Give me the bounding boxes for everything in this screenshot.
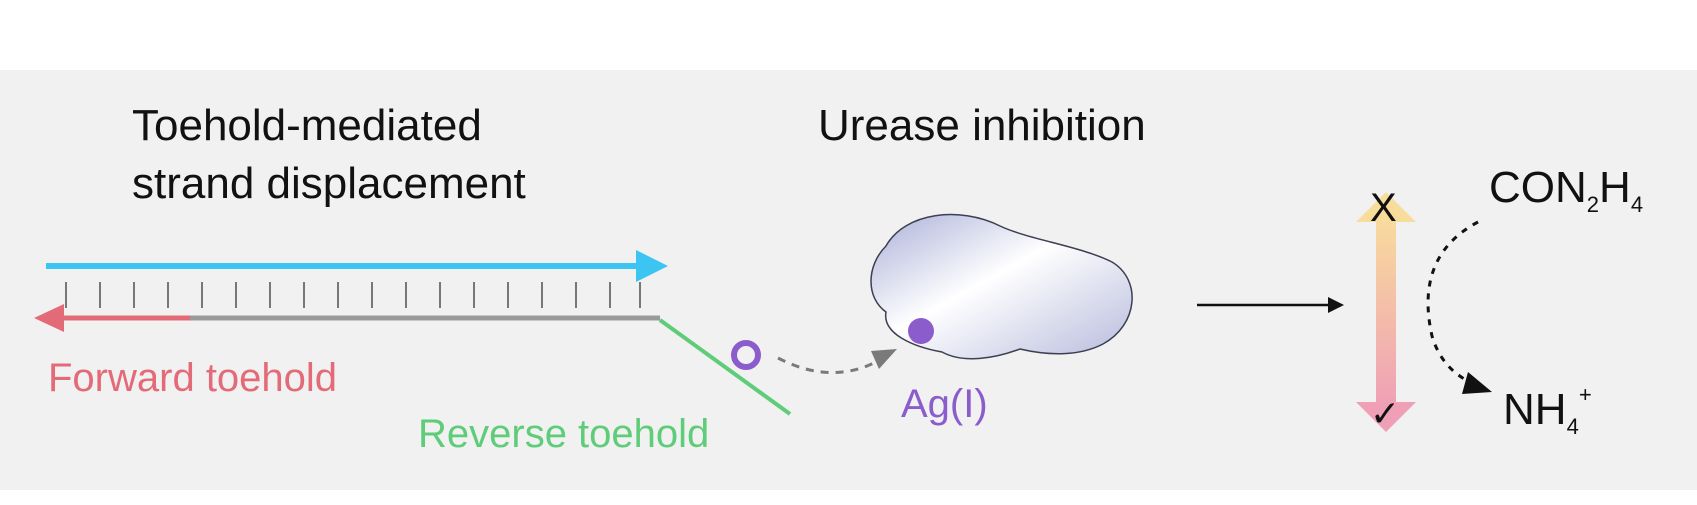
reverse-toehold-strand xyxy=(658,318,792,416)
ammonium-formula: NH4+ xyxy=(1503,382,1592,439)
urea-formula: CON2H4 xyxy=(1489,163,1644,217)
top-strand xyxy=(46,250,668,282)
base-pair-ticks xyxy=(65,282,641,308)
activity-arrow xyxy=(1356,192,1416,432)
reverse-toehold-label: Reverse toehold xyxy=(418,412,710,456)
transfer-arrow xyxy=(777,349,897,375)
toehold-title-line1: Toehold-mediated xyxy=(132,101,482,150)
blocked-mark: X xyxy=(1370,186,1397,230)
conversion-arrow xyxy=(1426,220,1492,394)
toehold-title-line2: strand displacement xyxy=(132,159,526,208)
urease-enzyme xyxy=(870,213,1133,360)
silver-ion-label: Ag(I) xyxy=(901,382,988,426)
diagram-panel xyxy=(0,70,1697,490)
forward-toehold-label: Forward toehold xyxy=(48,356,338,400)
urease-title: Urease inhibition xyxy=(818,101,1146,150)
bottom-strand xyxy=(34,304,660,332)
bound-silver-ion xyxy=(908,318,934,344)
released-silver-ion xyxy=(731,340,761,370)
allowed-mark: ✓ xyxy=(1370,393,1401,434)
reaction-arrow xyxy=(1197,297,1344,313)
